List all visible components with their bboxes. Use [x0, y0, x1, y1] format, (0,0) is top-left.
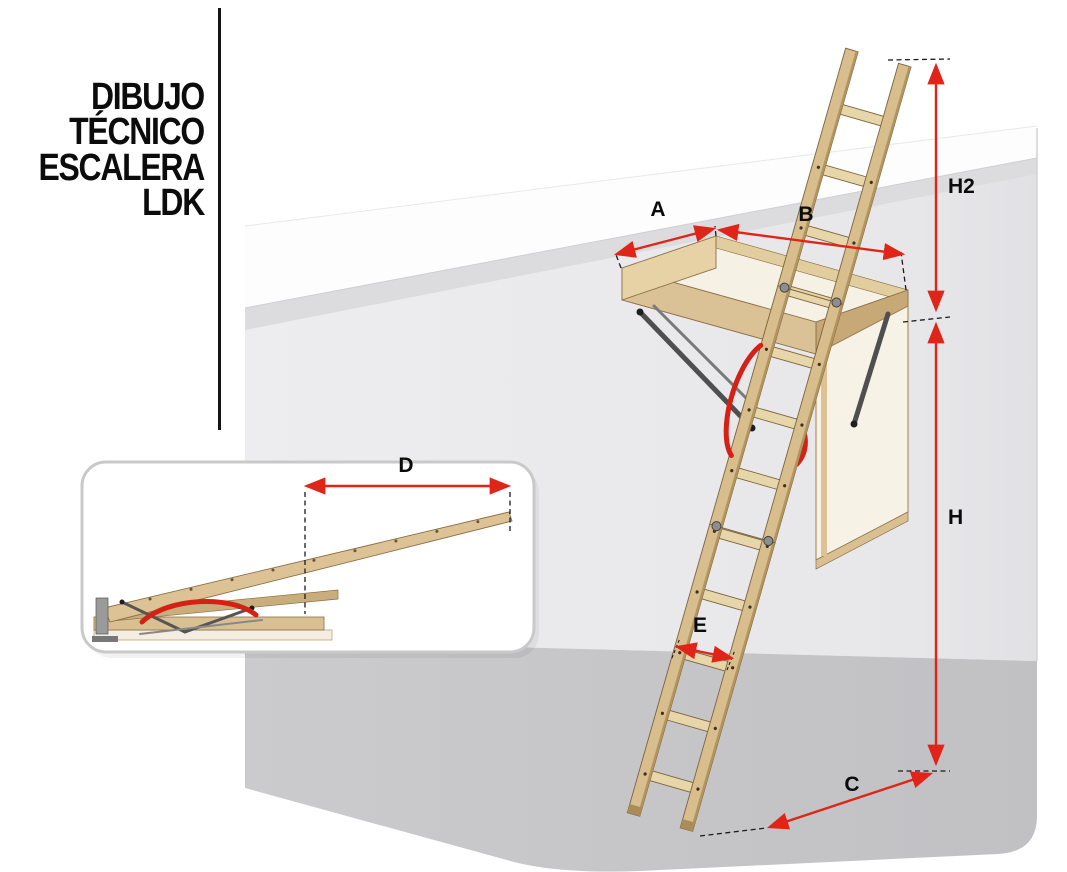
left-arm-pivot	[636, 308, 644, 316]
right-arm-pivot	[850, 420, 858, 428]
hinge-plate	[779, 282, 790, 293]
dimension-c-label: C	[844, 773, 859, 796]
dimension-h2-label: H2	[948, 175, 975, 198]
dimension-h-label: H	[948, 506, 963, 529]
dimension-c-extension-left	[699, 827, 767, 837]
drawing-title-line-1: DIBUJO	[90, 76, 205, 118]
dimension-d-label: D	[398, 454, 413, 477]
dimension-e-arrow	[674, 642, 735, 663]
dimension-e-label: E	[693, 614, 707, 637]
ladder-rung	[835, 103, 889, 128]
hinge-plate	[763, 535, 774, 546]
inset-hinge-base	[92, 636, 118, 642]
left-arm-secondary	[652, 304, 764, 416]
dimension-c: C	[699, 771, 934, 837]
ladder-handrail-red	[723, 342, 764, 459]
dimension-d: D	[303, 454, 512, 614]
dimension-h2-extension-top	[887, 58, 951, 61]
folded-door-trim	[93, 629, 333, 641]
left-arm	[637, 309, 755, 431]
floor	[245, 640, 1037, 872]
inset-hinge-block	[95, 597, 109, 635]
drawing-title: DIBUJO TÉCNICO ESCALERA LDK	[33, 76, 205, 224]
hinge-plate	[831, 297, 842, 308]
ladder-foot-left	[627, 804, 643, 817]
hinge-plate	[711, 521, 722, 532]
ceiling-slab-top-edge	[244, 125, 1038, 227]
dimension-e-tick-left	[671, 637, 681, 659]
folding-arms	[636, 304, 891, 432]
dimension-h2: H2	[887, 58, 975, 323]
inset-panel: D	[80, 454, 539, 658]
inset-arm-3	[139, 619, 263, 635]
door-bottom-edge	[815, 511, 909, 570]
hatch-door	[794, 305, 909, 570]
dimension-b-label: B	[798, 203, 813, 226]
dimension-a-extension-left	[614, 251, 622, 269]
drawing-title-line-3: ESCALERA	[38, 146, 205, 189]
right-arm	[851, 311, 891, 427]
dimension-e: E	[671, 614, 736, 671]
inset-arm-1	[120, 600, 187, 634]
drawing-title-line-2: TÉCNICO	[69, 111, 205, 154]
inset-pivot	[119, 599, 125, 605]
dimension-h: H	[898, 321, 963, 772]
title-divider-line	[218, 8, 221, 430]
drawing-title-line-4: LDK	[142, 181, 205, 224]
inset-folded-ladder	[92, 511, 513, 642]
dimension-b-extension-right	[900, 251, 907, 291]
dimension-b-arrow	[716, 223, 906, 261]
dimension-c-arrow	[766, 771, 934, 830]
dimension-a: A	[613, 198, 717, 269]
inset-handle-red	[139, 599, 259, 625]
dimension-a-arrow	[613, 225, 717, 258]
dimension-b: B	[716, 203, 907, 291]
dimension-a-label: A	[650, 198, 665, 221]
ladder-foot-right	[680, 819, 696, 832]
